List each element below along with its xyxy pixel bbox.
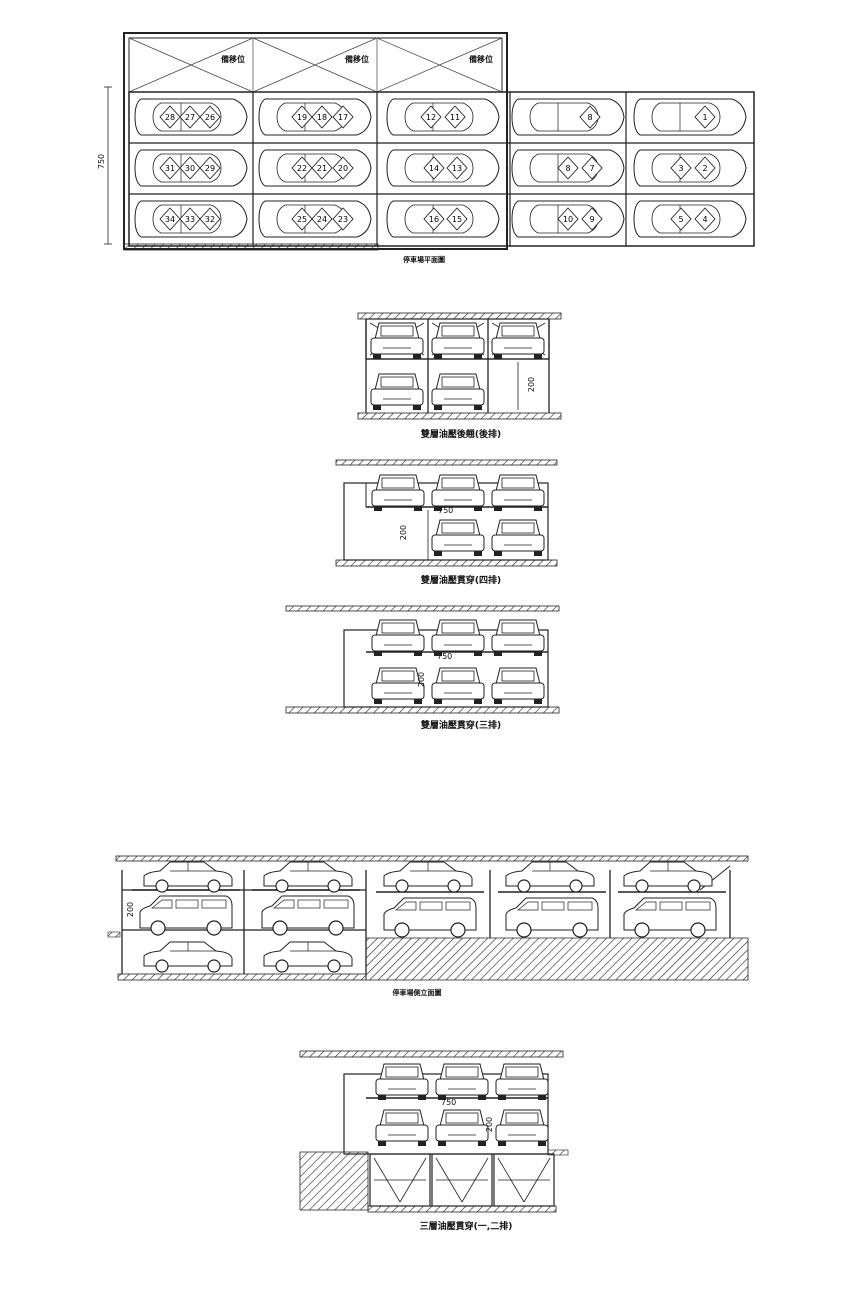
plan-car [511,98,625,136]
rear-title: 雙層油壓後翹(後排) [420,430,502,440]
space-number: 30 [185,164,195,173]
space-number-badge: 20 [332,156,354,180]
space-number-badge: 27 [179,105,201,129]
space-number: 34 [165,215,175,224]
plan-dimension: 750 [97,153,107,170]
triple-title: 三層油壓貫穿(一,二排) [419,1222,513,1232]
plan-title: 停車場平面圖 [403,256,445,264]
elevation-title: 停車場側立面圖 [392,989,442,997]
three-title: 雙層油壓貫穿(三排) [420,721,502,731]
space-number: 8 [587,113,592,122]
space-number-badge: 28 [159,105,181,129]
space-number-badge: 5 [670,207,692,231]
plan-car [633,98,747,136]
space-number-badge: 11 [444,105,466,129]
space-number: 26 [205,113,215,122]
space-number: 16 [429,215,439,224]
space-number-badge: 23 [332,207,354,231]
space-number: 9 [589,215,594,224]
rear-dimension: 200 [527,376,537,393]
space-number: 13 [452,164,462,173]
space-number: 19 [297,113,307,122]
space-number-badge: 9 [581,207,603,231]
space-number-badge: 10 [557,207,579,231]
space-number: 14 [429,164,439,173]
space-number-badge: 12 [420,105,442,129]
four-width-dimension: 750 [438,506,454,515]
section-four-rows [335,459,558,567]
plan-car [386,98,500,136]
three-height-dimension: 200 [417,671,427,688]
space-number-badge: 30 [179,156,201,180]
space-number-badge: 24 [311,207,333,231]
triple-height-dimension: 200 [485,1116,495,1133]
space-number: 3 [678,164,683,173]
space-number-badge: 3 [670,156,692,180]
triple-width-dimension: 750 [441,1098,457,1107]
space-number-badge: 4 [694,207,716,231]
elevation-dimension: 200 [126,901,136,918]
space-number: 32 [205,215,215,224]
space-number-badge: 32 [199,207,221,231]
space-number: 31 [165,164,175,173]
space-number-badge: 17 [332,105,354,129]
space-number-badge: 7 [581,156,603,180]
section-three-rows [285,605,560,714]
space-number-badge: 13 [446,156,468,180]
space-number: 11 [450,113,460,122]
space-number: 24 [317,215,327,224]
space-number: 20 [338,164,348,173]
reserve-label-1: 備移位 [221,55,245,64]
space-number-badge: 25 [291,207,313,231]
space-number-badge: 2 [694,156,716,180]
space-number: 2 [702,164,707,173]
space-number: 29 [205,164,215,173]
space-number-badge: 26 [199,105,221,129]
space-number: 17 [338,113,348,122]
four-title: 雙層油壓貫穿(四排) [420,576,502,586]
space-number-badge: 34 [159,207,181,231]
space-number: 25 [297,215,307,224]
space-number-badge: 16 [423,207,445,231]
space-number: 27 [185,113,195,122]
reserve-label-3: 備移位 [469,55,493,64]
space-number: 21 [317,164,327,173]
space-number-badge: 8 [557,156,579,180]
space-number: 18 [317,113,327,122]
space-number: 4 [702,215,707,224]
section-triple [299,1050,569,1213]
space-number: 8 [565,164,570,173]
space-number: 22 [297,164,307,173]
space-number-badge: 1 [694,105,716,129]
space-number: 5 [678,215,683,224]
space-number-badge: 8 [579,105,601,129]
space-number-badge: 22 [291,156,313,180]
space-number-badge: 15 [446,207,468,231]
space-number-badge: 29 [199,156,221,180]
space-number-badge: 19 [291,105,313,129]
side-elevation [107,855,749,981]
space-number: 12 [426,113,436,122]
space-number-badge: 18 [311,105,333,129]
space-number-badge: 31 [159,156,181,180]
space-number-badge: 21 [311,156,333,180]
space-number-badge: 33 [179,207,201,231]
space-number: 28 [165,113,175,122]
space-number: 33 [185,215,195,224]
section-rear-tilt [357,312,562,420]
space-number: 23 [338,215,348,224]
three-width-dimension: 750 [437,652,453,661]
space-number: 7 [589,164,594,173]
space-number-badge: 14 [423,156,445,180]
space-number: 10 [563,215,573,224]
space-number: 15 [452,215,462,224]
space-number: 1 [702,113,707,122]
reserve-label-2: 備移位 [345,55,369,64]
four-height-dimension: 200 [399,524,409,541]
